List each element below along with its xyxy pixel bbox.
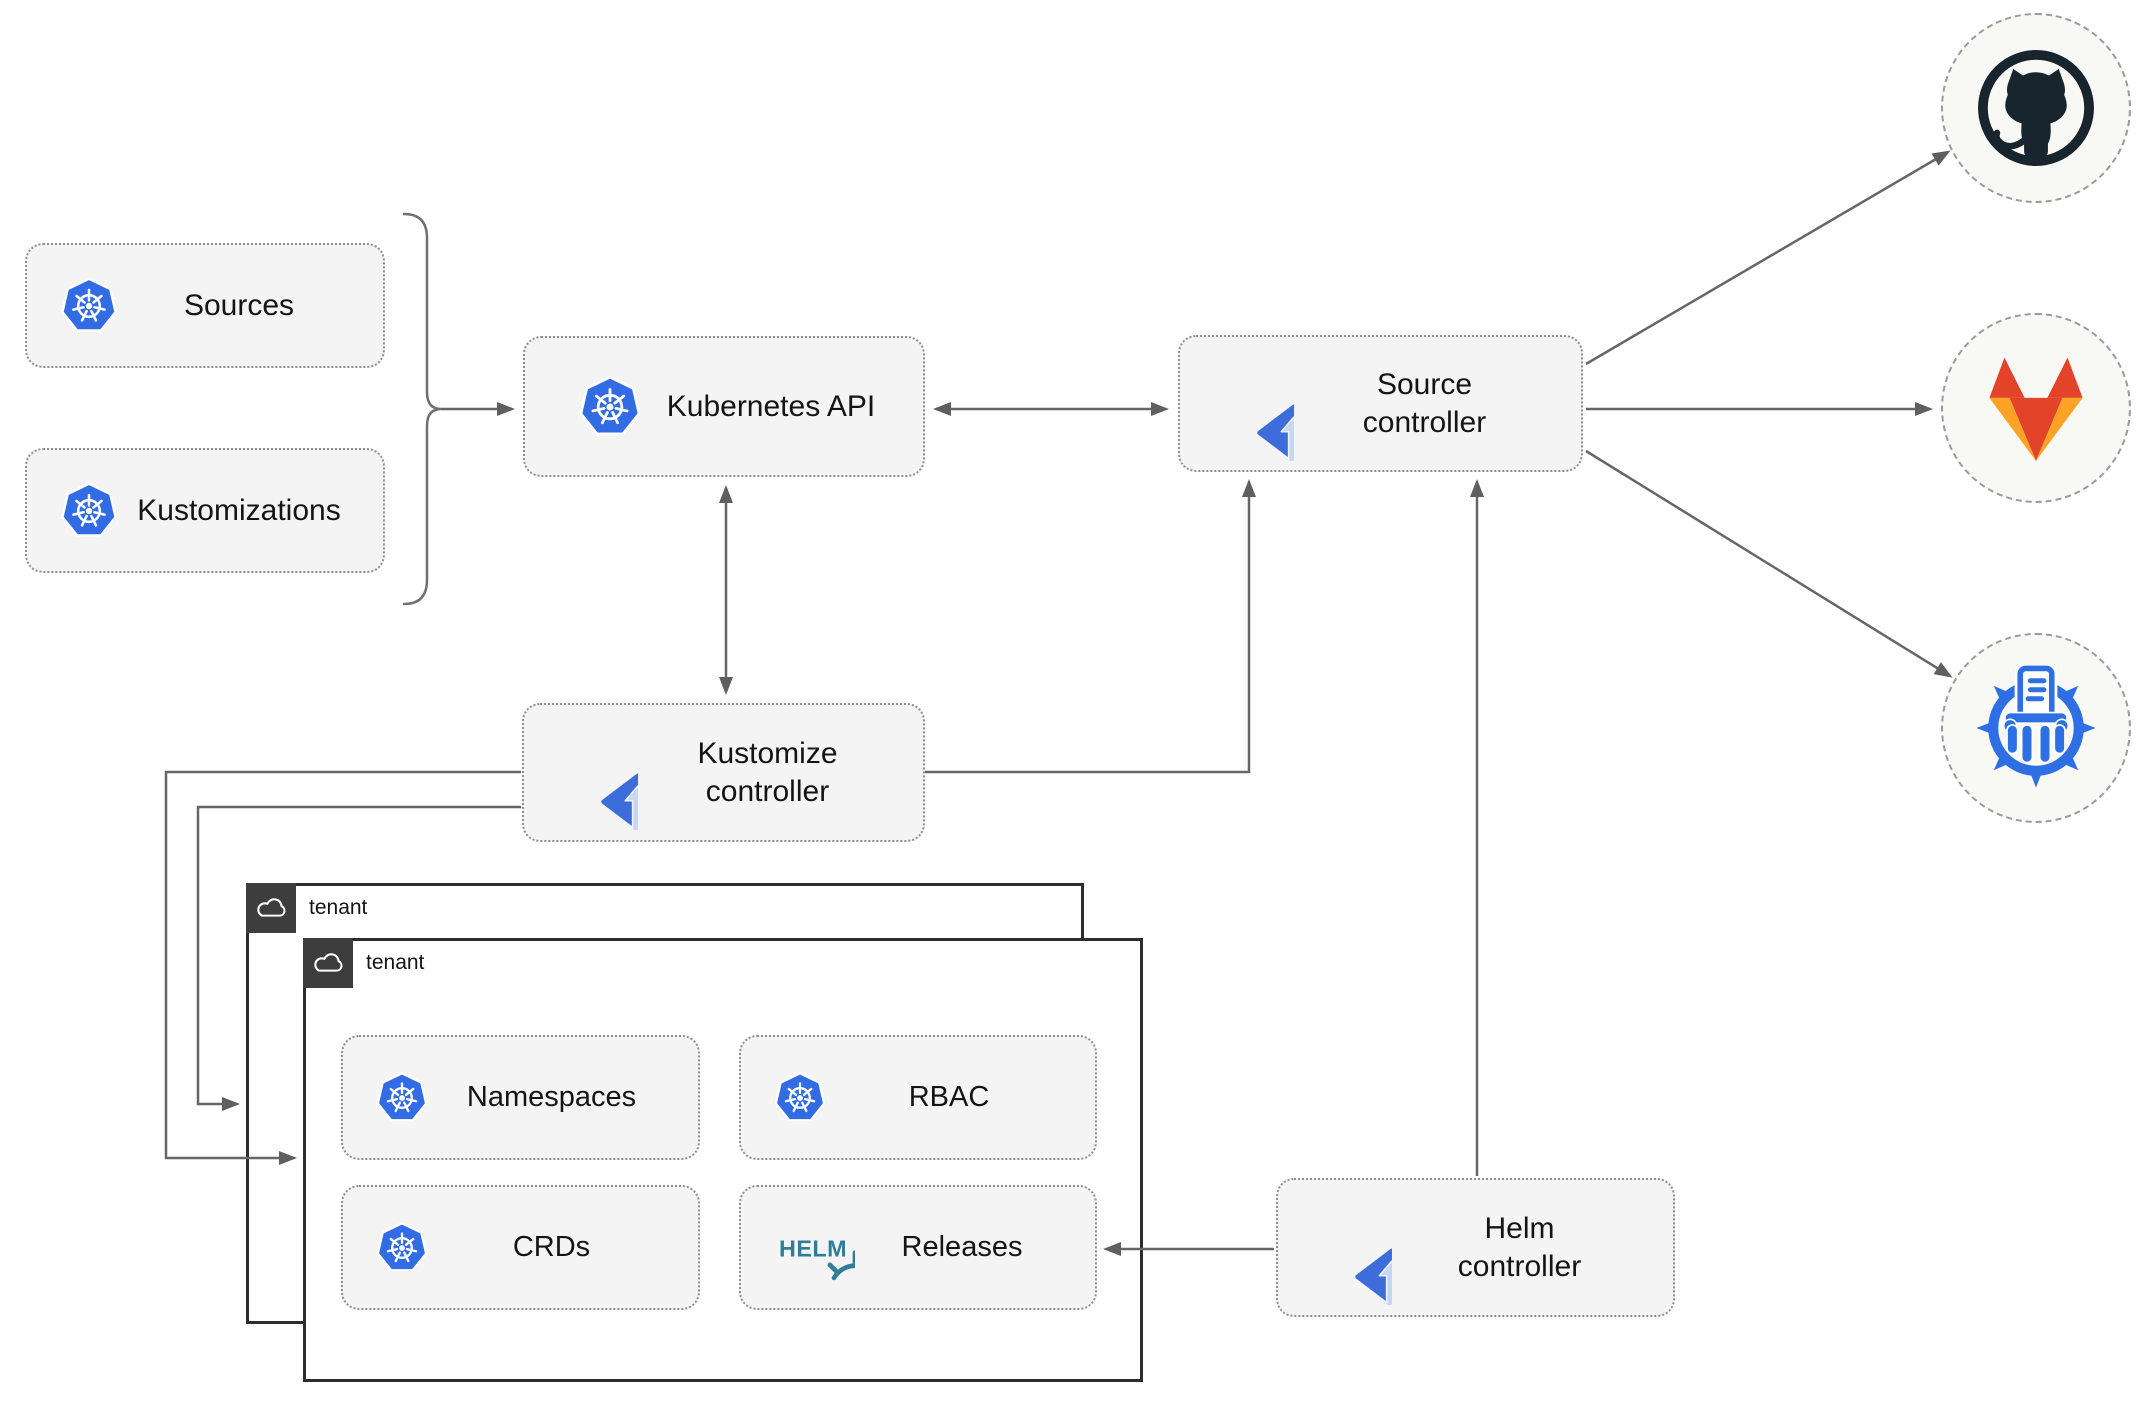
node-sources: Sources: [25, 243, 385, 368]
tenant-label: tenant: [309, 896, 368, 919]
flux-icon: [1210, 346, 1294, 461]
edge-kustomize-to-source-controller: [925, 479, 1256, 774]
kubernetes-wheel-icon: [575, 372, 645, 442]
node-kustomizations: Kustomizations: [25, 448, 385, 573]
gitlab-fox-icon: [1973, 345, 2099, 471]
node-kustomize-controller: Kustomize controller: [522, 703, 925, 842]
kubernetes-wheel-icon: [57, 274, 121, 338]
chartmuseum-node: [1941, 633, 2131, 823]
tenant-tab: [303, 938, 353, 988]
github-node: [1941, 13, 2131, 203]
node-label: Helm controller: [1457, 1212, 1582, 1283]
node-label: Kustomize controller: [697, 737, 838, 808]
helm-wheel-logo-icon: HELM: [771, 1203, 855, 1293]
tenant-box-front: tenant: [303, 938, 1143, 1382]
helm-logo-text: HELM: [779, 1235, 847, 1261]
kubernetes-wheel-icon: [771, 1069, 829, 1127]
chartmuseum-icon: [1973, 665, 2099, 791]
node-rbac: RBAC: [739, 1035, 1097, 1160]
gitlab-node: [1941, 313, 2131, 503]
flux-icon: [554, 715, 638, 830]
tenant-tab: [246, 883, 296, 933]
kubernetes-wheel-icon: [373, 1219, 431, 1277]
node-label: Sources: [183, 288, 295, 322]
tenant-label: tenant: [366, 951, 425, 974]
cloud-icon: [254, 896, 288, 920]
node-namespaces: Namespaces: [341, 1035, 700, 1160]
node-helm-controller: Helm controller: [1276, 1178, 1675, 1317]
node-releases: HELM Releases: [739, 1185, 1097, 1310]
edge-source-to-chartmuseum: [1585, 449, 1953, 678]
flux-icon: [1308, 1190, 1392, 1305]
github-octocat-icon: [1971, 43, 2101, 173]
edge-source-to-github: [1585, 150, 1951, 366]
node-label: Releases: [901, 1231, 1023, 1263]
brace-sources-group: [402, 212, 442, 606]
node-crds: CRDs: [341, 1185, 700, 1310]
node-label: CRDs: [512, 1231, 591, 1263]
node-label: Namespaces: [466, 1081, 637, 1113]
node-label: Source controller: [1362, 368, 1487, 439]
cloud-icon: [311, 951, 345, 975]
node-label: Kubernetes API: [666, 389, 876, 423]
node-label: Kustomizations: [137, 493, 341, 527]
kubernetes-wheel-icon: [57, 479, 121, 543]
kubernetes-wheel-icon: [373, 1069, 431, 1127]
node-source-controller: Source controller: [1178, 335, 1583, 472]
node-kubernetes-api: Kubernetes API: [523, 336, 925, 477]
node-label: RBAC: [908, 1081, 990, 1113]
